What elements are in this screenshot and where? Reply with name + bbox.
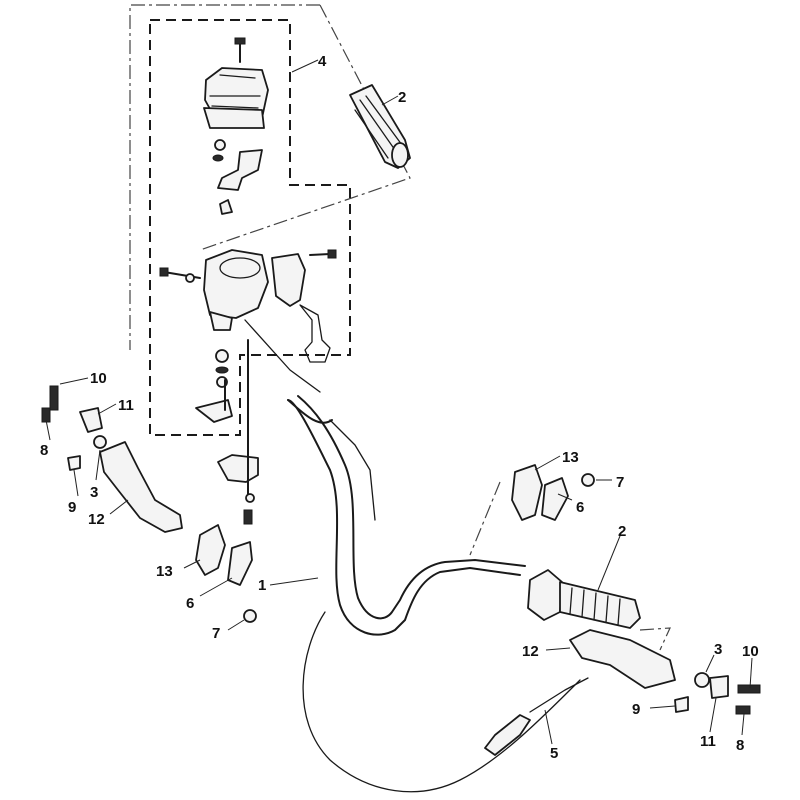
grip-left xyxy=(349,84,411,169)
leader-lines xyxy=(45,59,753,745)
handlebar-clamp-upper xyxy=(217,339,259,525)
callout-10-right: 10 xyxy=(742,643,759,660)
throttle-cable xyxy=(302,611,589,793)
callout-4: 4 xyxy=(318,53,327,70)
master-cylinder-group-box xyxy=(149,19,351,436)
callout-9-left: 9 xyxy=(68,499,76,516)
callout-9-right: 9 xyxy=(632,701,640,718)
callout-5: 5 xyxy=(550,745,558,762)
throttle-grip-right xyxy=(527,569,641,629)
clamp-right-upper xyxy=(469,464,595,556)
callout-12-right: 12 xyxy=(522,643,539,660)
reservoir-diaphragm-parts xyxy=(212,139,263,215)
callout-8-left: 8 xyxy=(40,442,48,459)
brake-hose xyxy=(244,319,376,521)
callout-1: 1 xyxy=(258,577,266,594)
callout-6-right: 6 xyxy=(576,499,584,516)
callout-2-grip-left: 2 xyxy=(398,89,406,106)
callout-numbers: 4 2 10 11 8 3 9 12 13 6 7 1 13 6 7 2 12 … xyxy=(40,53,759,762)
callout-12-left: 12 xyxy=(88,511,105,528)
banjo-bolt-washers xyxy=(195,349,233,423)
callout-13-left: 13 xyxy=(156,563,173,580)
master-cylinder-body xyxy=(159,249,269,331)
callout-7-left: 7 xyxy=(212,625,220,642)
callout-2-grip-right: 2 xyxy=(618,523,626,540)
clamp-left-lower xyxy=(195,524,257,623)
callout-11-right: 11 xyxy=(700,733,716,750)
callout-3-left: 3 xyxy=(90,484,98,501)
assembly-boundary-outer xyxy=(129,4,411,350)
callout-8-right: 8 xyxy=(736,737,744,754)
callout-11-left: 11 xyxy=(118,397,134,414)
reservoir-cap xyxy=(203,37,269,129)
callout-3-right: 3 xyxy=(714,641,722,658)
callout-6-left: 6 xyxy=(186,595,194,612)
brake-lever-pivot xyxy=(271,249,337,363)
handlebar-tube xyxy=(287,395,526,636)
lever-bracket-right xyxy=(569,627,761,715)
callout-7-right: 7 xyxy=(616,474,624,491)
callout-10-left: 10 xyxy=(90,370,107,387)
callout-13-right: 13 xyxy=(562,449,579,466)
lever-bracket-left xyxy=(41,385,183,533)
